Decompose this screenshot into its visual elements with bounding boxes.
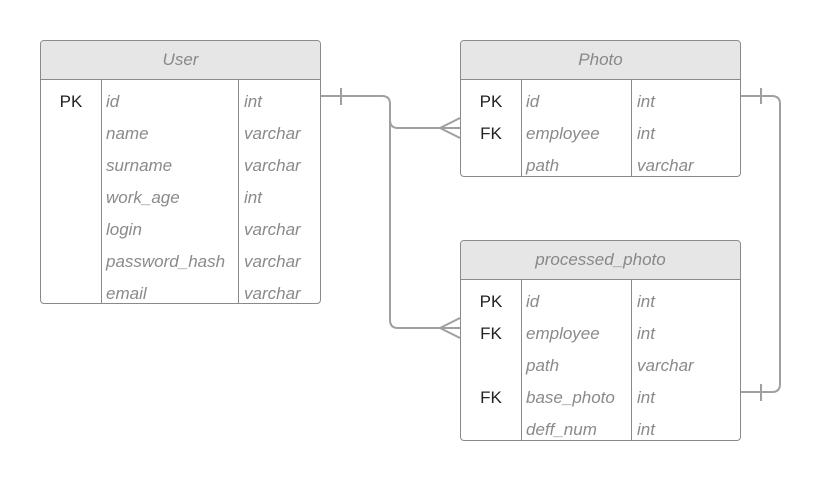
field-name: id — [106, 92, 120, 111]
column-divider — [238, 80, 239, 303]
field-name: work_age — [106, 188, 180, 207]
field-type: varchar — [244, 284, 301, 303]
field-type: varchar — [244, 124, 301, 143]
field-name: name — [106, 124, 149, 143]
field-name: employee — [526, 124, 600, 143]
field-row[interactable]: deff_num int — [461, 414, 740, 440]
field-type: varchar — [637, 156, 694, 175]
field-name: employee — [526, 324, 600, 343]
field-name: id — [526, 292, 540, 311]
column-divider — [101, 80, 102, 303]
field-row[interactable]: PK id int — [461, 86, 740, 118]
entity-title: Photo — [461, 41, 740, 80]
field-row[interactable]: password_hash varchar — [41, 246, 320, 278]
field-row[interactable]: FK employee int — [461, 318, 740, 350]
field-key: PK — [479, 92, 503, 111]
field-name: surname — [106, 156, 173, 175]
field-row[interactable]: FK base_photo int — [461, 382, 740, 414]
field-name: path — [526, 356, 560, 375]
field-type: int — [244, 188, 262, 207]
field-name: path — [526, 156, 560, 175]
field-type: int — [637, 92, 655, 111]
field-row[interactable]: surname varchar — [41, 150, 320, 182]
field-type: varchar — [244, 220, 301, 239]
connector-user-processed — [389, 120, 460, 329]
field-key: FK — [480, 324, 502, 343]
connector-user-photo — [321, 95, 460, 129]
field-type: int — [637, 292, 655, 311]
field-row[interactable]: login varchar — [41, 214, 320, 246]
field-row[interactable]: path varchar — [461, 150, 740, 176]
field-key — [461, 150, 521, 176]
field-name: base_photo — [526, 388, 615, 407]
field-key: FK — [480, 388, 502, 407]
field-key — [461, 414, 521, 440]
field-row[interactable]: name varchar — [41, 118, 320, 150]
column-divider — [521, 280, 522, 440]
field-row[interactable]: FK employee int — [461, 118, 740, 150]
field-type: int — [637, 124, 655, 143]
field-row[interactable]: PK id int — [461, 286, 740, 318]
field-type: int — [637, 388, 655, 407]
column-divider — [631, 80, 632, 176]
crowfoot-user-processed — [439, 317, 461, 339]
field-name: password_hash — [106, 252, 226, 271]
crowfoot-user-photo — [439, 117, 461, 139]
entity-title: processed_photo — [461, 241, 740, 280]
field-row[interactable]: email varchar — [41, 278, 320, 303]
field-name: email — [106, 284, 147, 303]
entity-title: User — [41, 41, 320, 80]
field-key — [41, 214, 101, 246]
field-key — [41, 150, 101, 182]
field-key: FK — [480, 124, 502, 143]
entity-user[interactable]: User PK id int name varchar surname varchar wor… — [40, 40, 321, 304]
field-type: varchar — [637, 356, 694, 375]
field-key — [41, 278, 101, 303]
column-divider — [521, 80, 522, 176]
field-key — [41, 118, 101, 150]
field-type: varchar — [244, 156, 301, 175]
field-key: PK — [479, 292, 503, 311]
field-list: PK id int name varchar surname varchar work_age… — [41, 80, 320, 303]
field-name: login — [106, 220, 142, 239]
field-name: deff_num — [526, 420, 597, 439]
field-key: PK — [59, 92, 83, 111]
field-key — [461, 350, 521, 382]
column-divider — [631, 280, 632, 440]
field-type: varchar — [244, 252, 301, 271]
field-key — [41, 182, 101, 214]
field-row[interactable]: PK id int — [41, 86, 320, 118]
connector-photo-processed — [741, 95, 781, 393]
field-type: int — [637, 324, 655, 343]
field-row[interactable]: work_age int — [41, 182, 320, 214]
field-type: int — [637, 420, 655, 439]
field-row[interactable]: path varchar — [461, 350, 740, 382]
field-type: int — [244, 92, 262, 111]
field-key — [41, 246, 101, 278]
field-name: id — [526, 92, 540, 111]
